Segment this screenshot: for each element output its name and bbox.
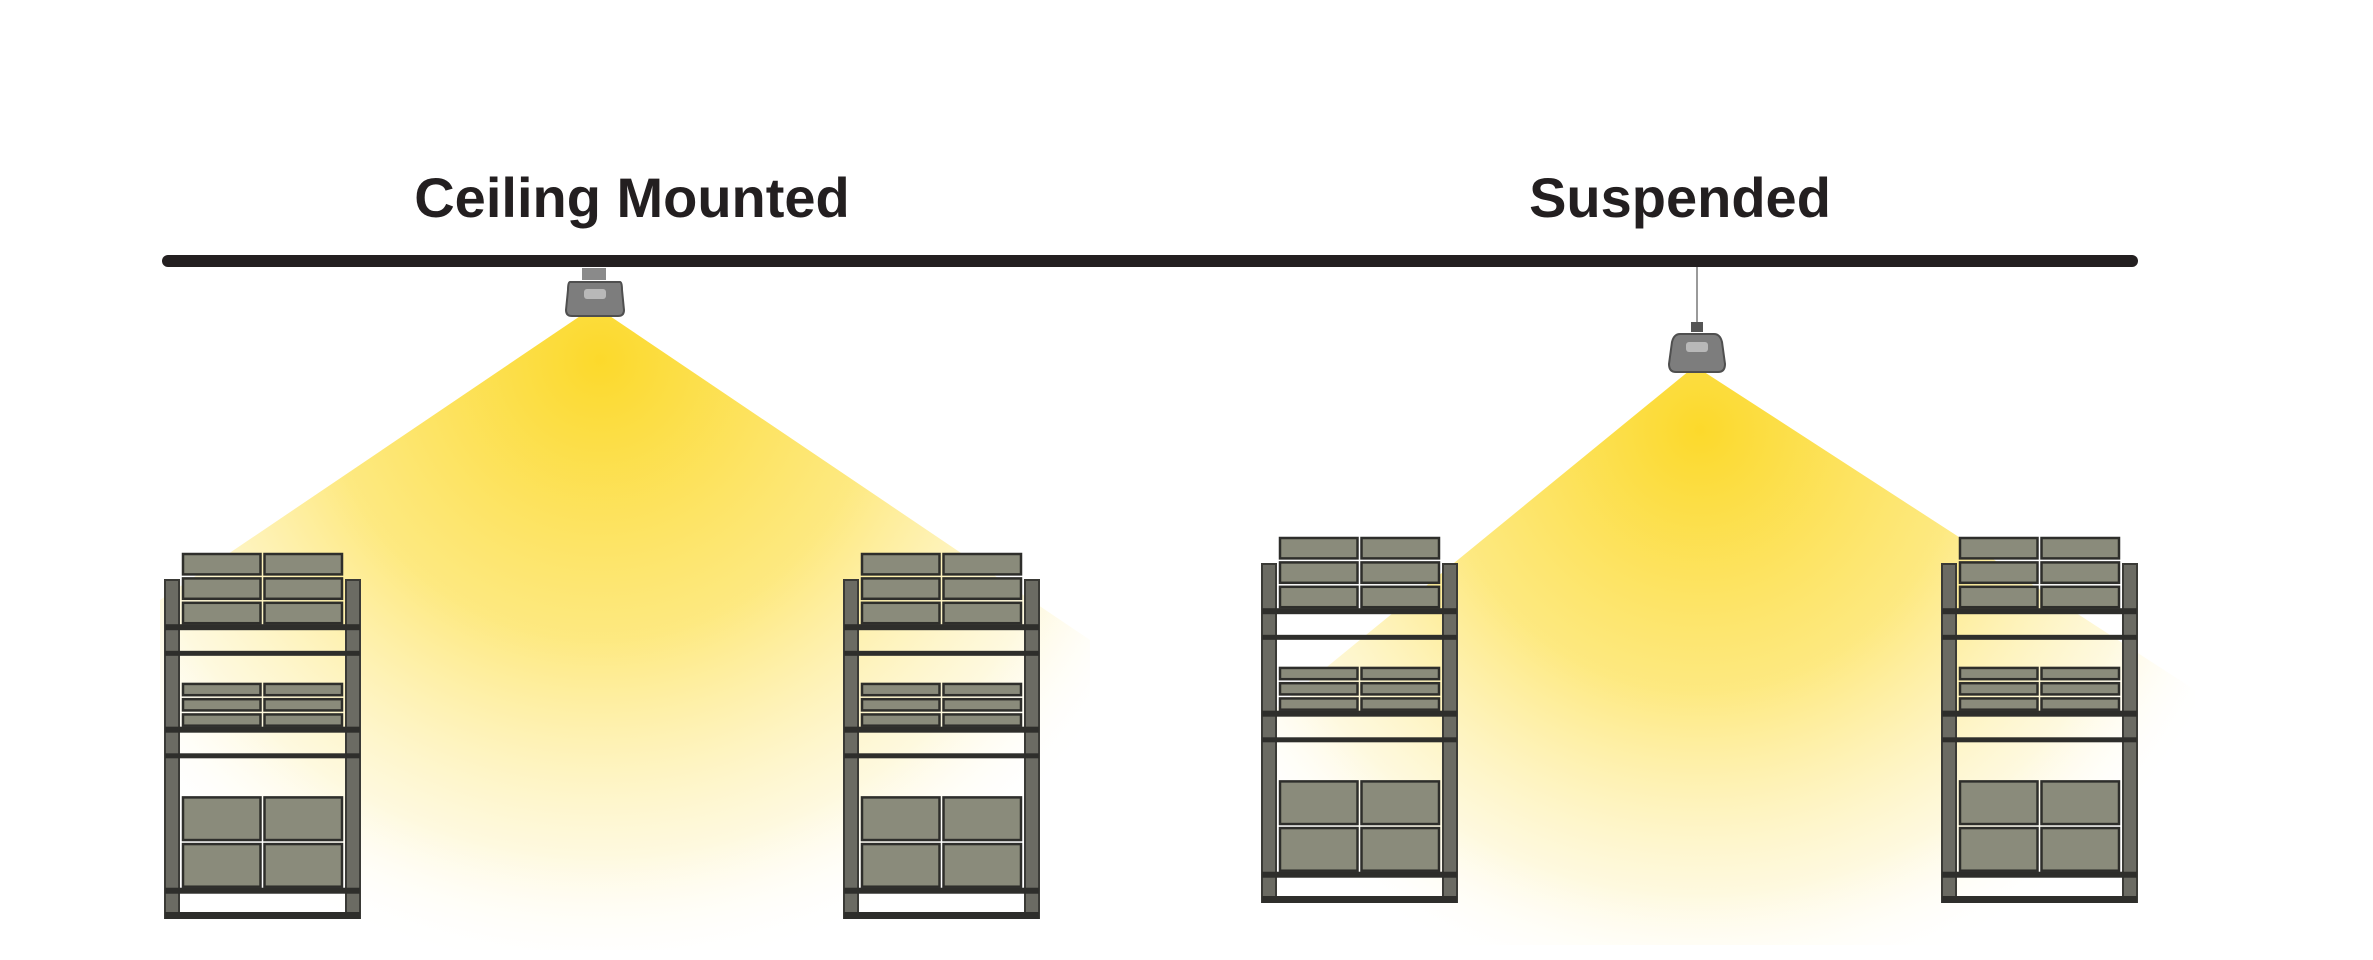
storage-rack-icon (1941, 536, 2138, 903)
storage-rack-icon (164, 552, 361, 919)
storage-racks (164, 536, 2138, 919)
high-bay-light-icon (1667, 267, 1727, 373)
ceiling-mounted-label: Ceiling Mounted (414, 166, 850, 229)
storage-rack-icon (1261, 536, 1458, 903)
suspended-label: Suspended (1529, 166, 1831, 229)
high-bay-light-icon (564, 268, 626, 317)
storage-rack-icon (843, 552, 1040, 919)
